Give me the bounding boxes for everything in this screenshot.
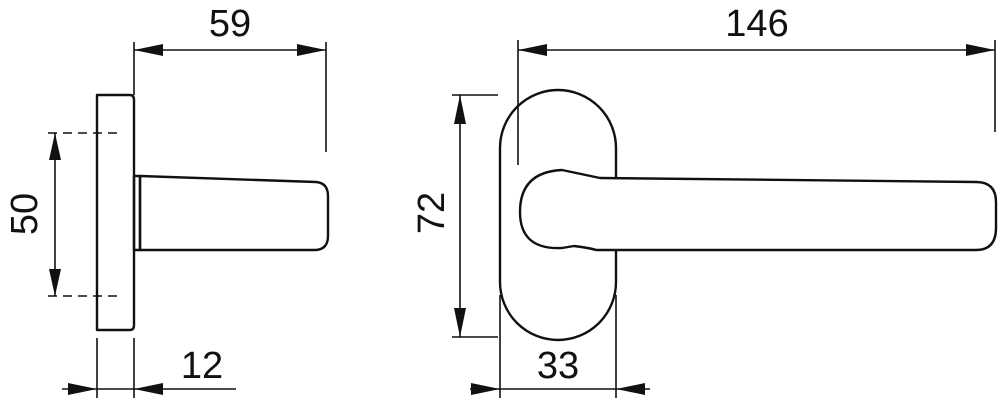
- dimension-50-label: 50: [4, 193, 46, 235]
- dimension-59-label: 59: [209, 3, 251, 45]
- side-handle-grip: [138, 174, 330, 252]
- dimension-50-arrow-top: [49, 133, 61, 160]
- dimension-33-arrow-left: [471, 383, 500, 395]
- front-view: 72 146 33: [411, 3, 998, 398]
- front-rose-oval: [498, 88, 618, 342]
- dimension-72-label: 72: [411, 192, 453, 234]
- front-lever-handle: [518, 168, 998, 252]
- dimension-12-arrow-left: [68, 383, 97, 395]
- dimension-146: 146: [517, 3, 996, 165]
- dimension-33: 33: [470, 295, 650, 398]
- dimension-146-label: 146: [725, 3, 788, 45]
- dimension-59-arrow-left: [134, 44, 163, 56]
- dimension-50-arrow-bottom: [49, 269, 61, 296]
- side-view: 50 59 12: [4, 3, 330, 398]
- dimension-146-arrow-left: [518, 44, 547, 56]
- dimension-72-arrow-top: [454, 95, 466, 124]
- dimension-33-arrow-right: [616, 383, 645, 395]
- dimension-146-arrow-right: [966, 44, 995, 56]
- dimension-12: 12: [62, 338, 236, 398]
- dimension-50: 50: [4, 133, 61, 296]
- dimension-12-arrow-right: [134, 383, 163, 395]
- side-rose-plate: [95, 93, 136, 332]
- dimension-59: 59: [133, 3, 327, 152]
- dimension-72-arrow-bottom: [454, 308, 466, 337]
- dimension-33-label: 33: [537, 345, 579, 387]
- dimension-59-arrow-right: [297, 44, 326, 56]
- dimension-12-label: 12: [181, 345, 223, 387]
- dimension-72: 72: [411, 94, 498, 338]
